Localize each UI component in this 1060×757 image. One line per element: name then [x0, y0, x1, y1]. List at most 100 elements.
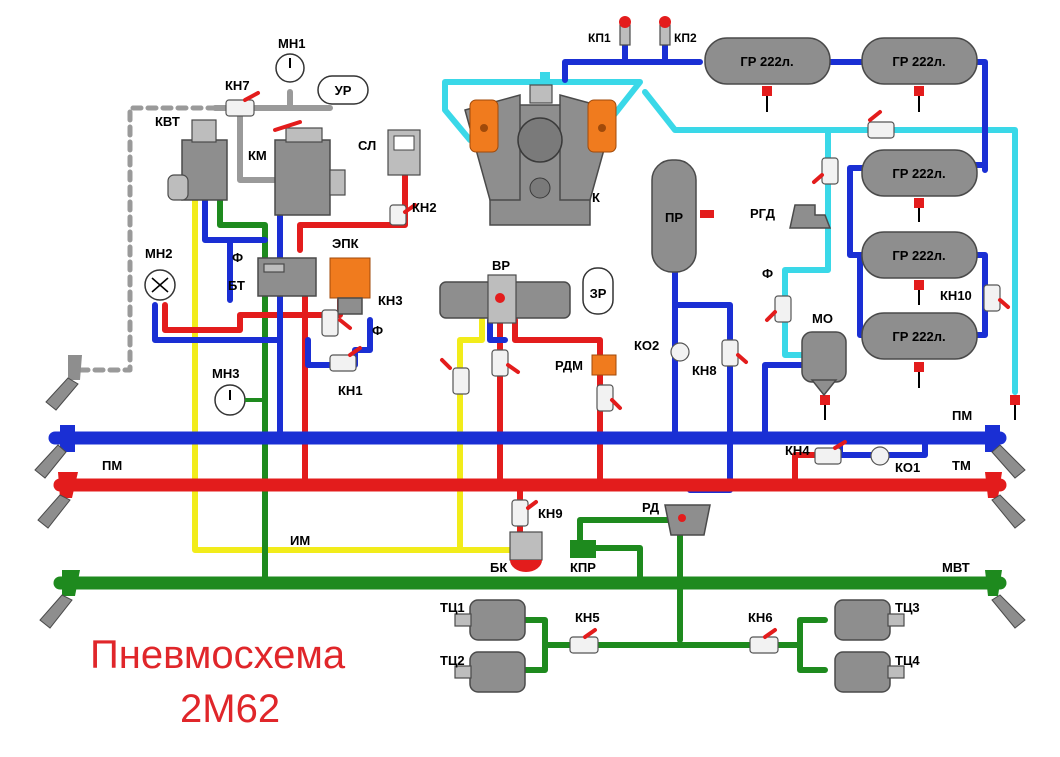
rgd-unit [789, 204, 832, 229]
label-kp2: КП2 [674, 31, 697, 45]
compressor [464, 72, 617, 226]
label-mn1: МН1 [278, 36, 305, 51]
label-kn3: КН3 [378, 293, 403, 308]
kpr-valve [570, 540, 596, 558]
label-kvt: КВТ [155, 114, 180, 129]
rdm-unit [591, 354, 617, 376]
label-km: КМ [248, 148, 267, 163]
pipes [48, 42, 1018, 673]
label-mo: МО [812, 311, 833, 326]
label-tc4: ТЦ4 [895, 653, 920, 668]
reservoir-3-label: ГР 222л. [892, 166, 945, 181]
label-mvt: МВТ [942, 560, 970, 575]
ur-box [317, 75, 369, 105]
hose-left-gray[interactable] [45, 355, 82, 411]
reservoir-5: ГР 222л. [861, 312, 978, 360]
hose-right-mvt[interactable] [985, 570, 1026, 629]
bt-block [257, 257, 317, 297]
label-kp1: КП1 [588, 31, 611, 45]
label-tc1: ТЦ1 [440, 600, 465, 615]
reservoir-3: ГР 222л. [861, 149, 978, 197]
bk-unit [509, 531, 543, 572]
label-tc3: ТЦ3 [895, 600, 920, 615]
label-kn6: КН6 [748, 610, 773, 625]
hose-left-mvt[interactable] [39, 570, 80, 629]
label-tm-right: ТМ [952, 458, 971, 473]
label-kn5: КН5 [575, 610, 600, 625]
label-f3: Ф [762, 266, 773, 281]
label-f1: Ф [232, 250, 243, 265]
label-zr: ЗР [590, 286, 607, 301]
gray-dashed-line [77, 105, 218, 373]
safety-valves[interactable] [619, 16, 671, 46]
label-ko2: КО2 [634, 338, 659, 353]
brake-cylinders [454, 599, 905, 693]
label-kpr: КПР [570, 560, 596, 575]
label-bt: БТ [228, 278, 245, 293]
label-rdm: РДМ [555, 358, 583, 373]
reservoir-2-label: ГР 222л. [892, 54, 945, 69]
label-rd: РД [642, 500, 660, 515]
label-k: К [592, 190, 600, 205]
title-line2: 2М62 [180, 687, 280, 731]
reservoir-1-label: ГР 222л. [740, 54, 793, 69]
drain-valves[interactable] [762, 86, 1020, 420]
label-im: ИМ [290, 533, 310, 548]
hose-right-tm[interactable] [985, 472, 1026, 529]
scheme-title: Пневмосхема 2М62 [90, 633, 346, 731]
reservoir-2: ГР 222л. [861, 37, 978, 85]
kvt-valve [167, 119, 228, 201]
hose-left-tm[interactable] [37, 472, 78, 529]
label-kn1: КН1 [338, 383, 363, 398]
brake-cylinder-tc1 [454, 599, 526, 641]
label-rgd: РГД [750, 206, 776, 221]
hose-right-pm[interactable] [985, 425, 1026, 479]
epk-valve [329, 257, 371, 315]
rd-valve [664, 504, 711, 536]
label-bk: БК [490, 560, 507, 575]
sl-gauge [387, 129, 421, 176]
brake-cylinder-tc3 [834, 599, 905, 641]
label-kn4: КН4 [785, 443, 810, 458]
cocks[interactable] [225, 99, 1001, 654]
gauge-mn2 [144, 269, 176, 301]
zr-tank [582, 267, 614, 315]
label-pm-left: ПМ [102, 458, 122, 473]
hose-left-pm[interactable] [34, 425, 75, 479]
label-mn2: МН2 [145, 246, 172, 261]
pressure-regulator-tank [651, 159, 714, 273]
label-kn7: КН7 [225, 78, 250, 93]
mo-separator [801, 331, 847, 397]
km-valve [274, 127, 346, 216]
label-kn9: КН9 [538, 506, 563, 521]
brake-cylinder-tc2 [454, 651, 526, 693]
label-sl: СЛ [358, 138, 376, 153]
reservoir-1: ГР 222л. [704, 37, 831, 85]
label-kn10: КН10 [940, 288, 972, 303]
reservoir-5-label: ГР 222л. [892, 329, 945, 344]
end-hoses [34, 355, 1026, 629]
label-mn3: МН3 [212, 366, 239, 381]
label-pm-right: ПМ [952, 408, 972, 423]
reservoir-4-label: ГР 222л. [892, 248, 945, 263]
labels: МН1 КН7 УР КВТ КМ СЛ КН2 МН2 Ф БТ ЭПК КН… [102, 31, 972, 668]
label-pr: ПР [665, 210, 683, 225]
label-tc2: ТЦ2 [440, 653, 465, 668]
cock-handles[interactable] [243, 91, 1010, 639]
label-ko1: КО1 [895, 460, 920, 475]
label-kn8: КН8 [692, 363, 717, 378]
im-line [192, 197, 533, 553]
reservoir-4: ГР 222л. [861, 231, 978, 279]
cyan-line [442, 79, 1018, 395]
label-epk: ЭПК [332, 236, 359, 251]
label-vr: ВР [492, 258, 510, 273]
main-reservoirs: ГР 222л. ГР 222л. ГР 222л. ГР 222л. ГР 2… [704, 37, 1020, 420]
label-ur: УР [335, 83, 352, 98]
air-distributor [439, 274, 571, 324]
brake-cylinder-tc4 [834, 651, 905, 693]
gauge-mn3 [214, 384, 265, 416]
title-line1: Пневмосхема [90, 633, 346, 677]
gauge-mn1 [275, 53, 305, 83]
label-f2: Ф [372, 323, 383, 338]
